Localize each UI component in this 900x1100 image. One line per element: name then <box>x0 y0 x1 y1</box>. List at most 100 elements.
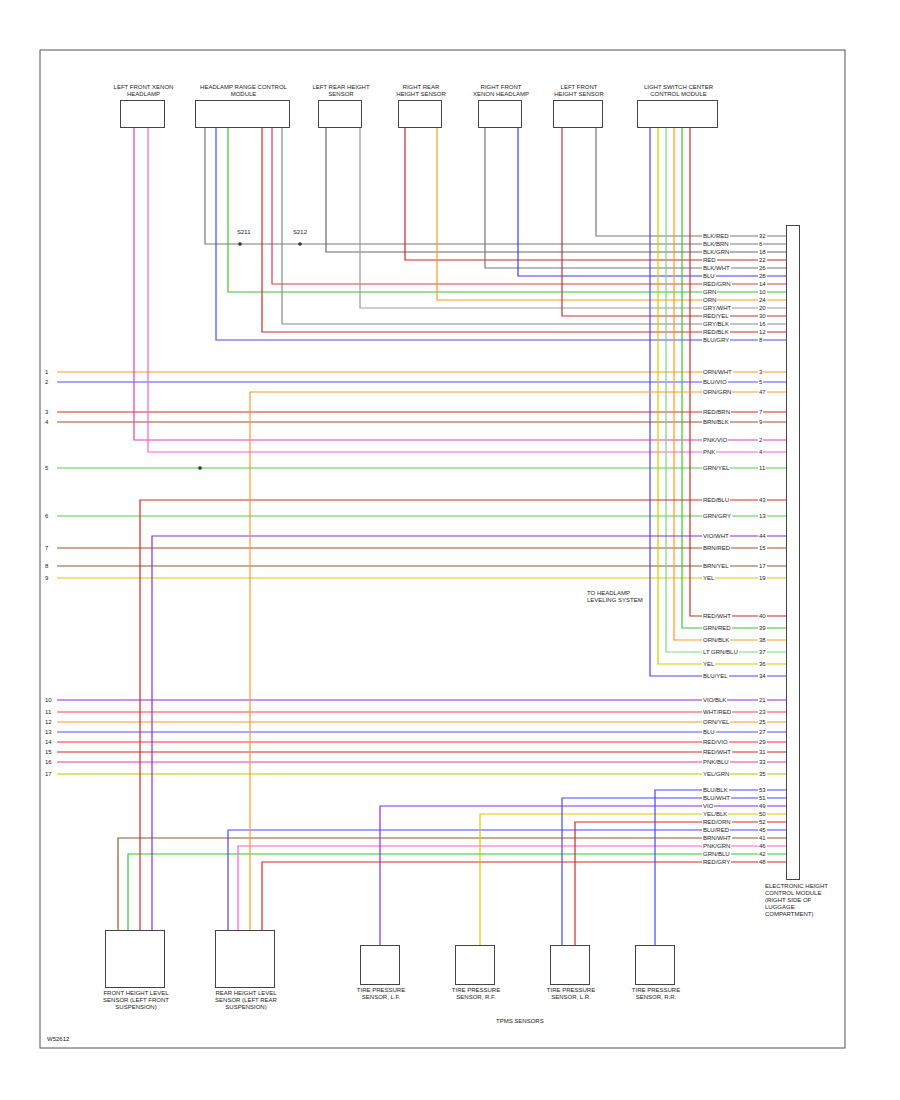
wire <box>57 711 786 712</box>
component-box: LIGHT SWITCH CENTER CONTROL MODULE <box>637 100 718 128</box>
wire-number: 16 <box>44 759 53 766</box>
wire-number: 7 <box>44 545 49 552</box>
module-connector: ELECTRONIC HEIGHT CONTROL MODULE (RIGHT … <box>786 225 800 880</box>
wire-color-code: GRN/YEL <box>702 465 730 472</box>
wire-color-code: RED/YEL <box>702 313 730 320</box>
wire <box>57 751 786 752</box>
component-box: LEFT FRONT HEIGHT SENSOR <box>553 100 603 128</box>
component-box: REAR HEIGHT LEVEL SENSOR (LEFT REAR SUSP… <box>215 930 275 988</box>
wire-connector <box>140 500 786 930</box>
wire-color-code: VIO/WHT <box>702 533 730 540</box>
pin-number: 41 <box>758 835 767 842</box>
wire-connector <box>228 830 786 930</box>
component-name: HEADLAMP RANGE CONTROL MODULE <box>198 84 290 98</box>
off-page-wires <box>57 372 786 774</box>
pin-number: 7 <box>758 409 763 416</box>
wire-connector <box>682 128 786 628</box>
wire-color-code: BLK/GRN <box>702 249 730 256</box>
wire-number: 8 <box>44 563 49 570</box>
pin-number: 27 <box>758 729 767 736</box>
wire-connector <box>650 128 786 676</box>
component-name: LEFT REAR HEIGHT SENSOR <box>311 84 371 98</box>
component-box: RIGHT FRONT XENON HEADLAMP <box>478 100 522 128</box>
wire-connector <box>118 838 786 930</box>
wire-color-code: GRN/BLU <box>702 851 731 858</box>
wire <box>57 381 786 382</box>
wire-color-code: BRN/RED <box>702 545 731 552</box>
splice-dot <box>238 242 242 246</box>
wire <box>57 565 786 566</box>
wire <box>57 699 786 700</box>
pin-number: 18 <box>758 249 767 256</box>
wire-connector <box>216 128 786 340</box>
pin-number: 20 <box>758 305 767 312</box>
component-name: TIRE PRESSURE SENSOR, R.F. <box>441 987 511 1001</box>
pin-number: 3 <box>758 369 763 376</box>
wire <box>57 467 786 468</box>
splice-dot <box>298 242 302 246</box>
component-name: REAR HEIGHT LEVEL SENSOR (LEFT REAR SUSP… <box>204 990 288 1011</box>
wire-color-code: RED/BLU <box>702 497 730 504</box>
wire-connector <box>658 128 786 664</box>
component-box: FRONT HEIGHT LEVEL SENSOR (LEFT FRONT SU… <box>105 930 165 988</box>
wire-number: 17 <box>44 771 53 778</box>
pin-number: 46 <box>758 843 767 850</box>
pin-number: 15 <box>758 545 767 552</box>
wire-color-code: BLK/RED <box>702 233 730 240</box>
pin-number: 30 <box>758 313 767 320</box>
wire-connector <box>518 128 786 276</box>
pin-number: 10 <box>758 289 767 296</box>
pin-number: 2 <box>758 437 763 444</box>
wire-color-code: ORN/GRN <box>702 389 732 396</box>
wire-number: 12 <box>44 719 53 726</box>
wire-connector <box>562 798 786 945</box>
pin-number: 13 <box>758 513 767 520</box>
component-name: RIGHT FRONT XENON HEADLAMP <box>471 84 531 98</box>
wire-number: 3 <box>44 409 49 416</box>
wire-color-code: BRN/YEL <box>702 563 730 570</box>
component-name: TIRE PRESSURE SENSOR, L.F. <box>346 987 416 1001</box>
splice-dots <box>198 242 302 470</box>
wire-number: 11 <box>44 709 52 716</box>
wire-color-code: VIO <box>702 803 714 810</box>
wire-connector <box>575 822 786 945</box>
pin-number: 29 <box>758 739 767 746</box>
wire-connector <box>596 128 786 236</box>
splice-label: S211 <box>236 229 252 236</box>
pin-number: 53 <box>758 787 767 794</box>
component-box: LEFT FRONT XENON HEADLAMP <box>120 100 165 128</box>
component-name: LEFT FRONT XENON HEADLAMP <box>108 84 180 98</box>
connectors <box>118 128 786 945</box>
wire-color-code: BLU/WHT <box>702 795 731 802</box>
wire-color-code: BLU <box>702 729 716 736</box>
wire-color-code: ORN/BLK <box>702 637 730 644</box>
wire <box>57 577 786 578</box>
wire-connector <box>205 128 786 244</box>
wire-number: 2 <box>44 379 49 386</box>
pin-number: 36 <box>758 661 767 668</box>
pin-number: 45 <box>758 827 767 834</box>
wire <box>57 547 786 548</box>
pin-number: 31 <box>758 749 767 756</box>
wire-connector <box>437 128 786 300</box>
component-name: TIRE PRESSURE SENSOR, R.R. <box>621 987 691 1001</box>
wire-color-code: BLU <box>702 273 716 280</box>
wire-number: 4 <box>44 419 49 426</box>
wire-color-code: GRN <box>702 289 717 296</box>
pin-number: 40 <box>758 613 767 620</box>
component-name: LEFT FRONT HEIGHT SENSOR <box>549 84 609 98</box>
wire-color-code: LT GRN/BLU <box>702 649 739 656</box>
wire-color-code: BLK/WHT <box>702 265 731 272</box>
pin-number: 37 <box>758 649 767 656</box>
wire <box>57 411 786 412</box>
pin-number: 50 <box>758 811 767 818</box>
component-box: RIGHT REAR HEIGHT SENSOR <box>398 100 442 128</box>
pin-number: 11 <box>758 465 766 472</box>
wire-color-code: GRY/WHT <box>702 305 732 312</box>
pin-number: 39 <box>758 625 767 632</box>
wire <box>57 761 786 762</box>
pin-number: 19 <box>758 575 767 582</box>
wire-connector <box>134 128 786 440</box>
wire-connector <box>360 128 786 308</box>
